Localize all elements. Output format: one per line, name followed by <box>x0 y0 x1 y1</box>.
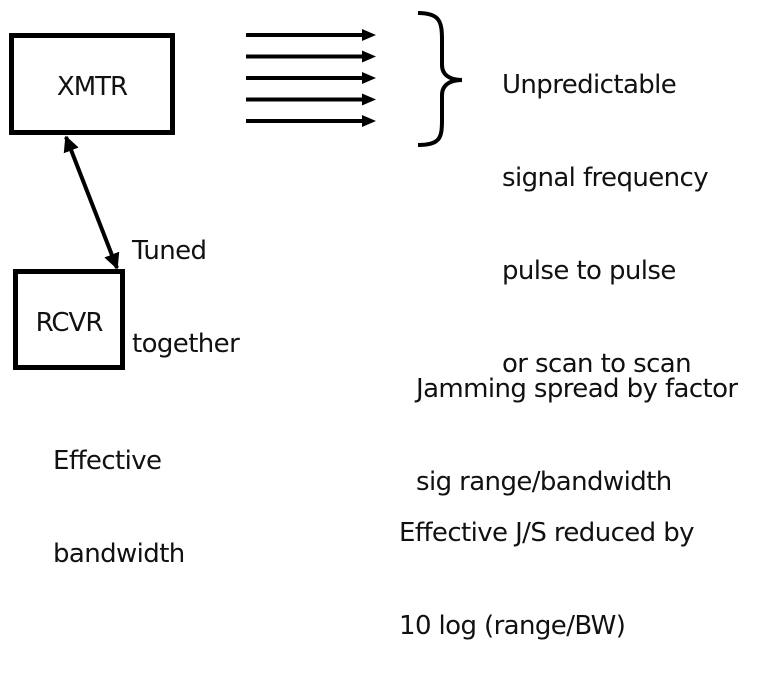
diagram-graphics <box>63 11 463 270</box>
signal-arrowhead-icon <box>362 50 376 63</box>
transmitter-box: XMTR <box>9 33 175 135</box>
jamming-note: Jamming spread by factor sig range/bandw… <box>416 374 738 497</box>
signal-arrowhead-icon <box>362 93 376 106</box>
transmitter-label: XMTR <box>56 72 128 102</box>
receiver-label: RCVR <box>35 308 104 338</box>
tuned-together-link-arrow <box>63 135 120 270</box>
curly-brace-icon <box>417 11 463 147</box>
js-reduction-note: Effective J/S reduced by 10 log (range/B… <box>399 518 695 641</box>
signal-arrowhead-icon <box>362 29 376 41</box>
signal-arrowhead-icon <box>362 115 376 127</box>
tuned-together-label: Tuned together <box>132 236 240 359</box>
signal-description: Unpredictable signal frequency pulse to … <box>502 70 709 379</box>
effective-bandwidth-caption: Effective bandwidth <box>53 446 185 569</box>
signal-arrowhead-icon <box>362 72 376 84</box>
receiver-box: RCVR <box>13 269 125 370</box>
